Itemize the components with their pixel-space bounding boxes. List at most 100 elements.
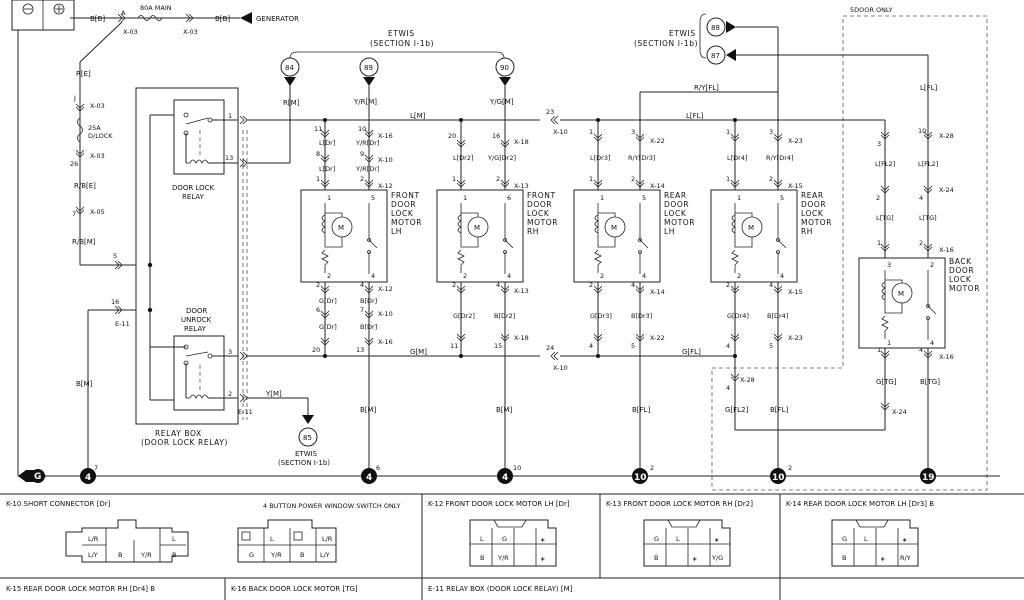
svg-text:B[Dr4]: B[Dr4]: [767, 312, 788, 320]
svg-text:∗: ∗: [692, 555, 697, 563]
svg-text:DOOR: DOOR: [391, 200, 416, 209]
four-button-note: 4 BUTTON POWER WINDOW SWITCH ONLY: [263, 502, 401, 510]
svg-text:2: 2: [788, 464, 792, 472]
svg-text:2: 2: [327, 272, 331, 280]
svg-text:B[Dr2]: B[Dr2]: [494, 312, 515, 320]
wire-gfl: G[FL]: [682, 348, 701, 356]
fuse-conn-bottom: X-03: [90, 152, 105, 160]
etwis-right-2: (SECTION I-1b): [634, 39, 698, 48]
front-door-lock-motor-rh-circuit: Y/G[M] 20 16 X-18 L[Dr2] Y/G[Dr2] 1 2 X-…: [436, 86, 557, 476]
svg-text:7: 7: [360, 306, 364, 314]
svg-text:X-16: X-16: [378, 338, 393, 346]
svg-text:∗: ∗: [540, 536, 545, 544]
front-door-lock-motor-rh: [436, 189, 524, 283]
svg-text:X-24: X-24: [892, 408, 907, 416]
svg-text:5: 5: [642, 194, 646, 202]
svg-text:4: 4: [769, 281, 773, 289]
svg-text:2: 2: [463, 272, 467, 280]
fuse-pin-bottom: 26: [70, 160, 78, 168]
svg-text:B: B: [118, 551, 122, 559]
svg-text:4: 4: [502, 473, 508, 483]
svg-text:B[Dr3]: B[Dr3]: [631, 312, 652, 320]
ref-87-label: 87: [711, 52, 720, 60]
svg-text:M: M: [611, 224, 617, 232]
generator-label: GENERATOR: [256, 15, 299, 23]
wire-main-out: B[B]: [215, 15, 230, 23]
svg-text:X-15: X-15: [788, 288, 803, 296]
fuse-label-2: D/LOCK: [88, 132, 113, 140]
svg-text:Y/R: Y/R: [497, 554, 509, 562]
wire-main-in: B[B]: [90, 15, 105, 23]
svg-text:G: G: [842, 535, 847, 543]
k13-connector: G L ∗ B ∗ Y/G: [643, 519, 731, 567]
svg-text:LOCK: LOCK: [801, 209, 824, 218]
svg-text:3: 3: [887, 261, 891, 269]
svg-text:11: 11: [314, 125, 322, 133]
ref-circle-85: [298, 427, 318, 447]
k10-connector: L/R L/Y B Y/R L B: [65, 519, 189, 563]
svg-text:L/R: L/R: [322, 535, 333, 543]
svg-text:∗: ∗: [880, 555, 885, 563]
svg-text:10: 10: [358, 125, 366, 133]
svg-text:4: 4: [366, 473, 372, 483]
svg-text:DOOR: DOOR: [527, 200, 552, 209]
relay-pin-2: 2: [228, 390, 232, 398]
svg-text:2: 2: [316, 281, 320, 289]
svg-text:7: 7: [94, 464, 98, 472]
svg-text:X-16: X-16: [378, 132, 393, 140]
svg-text:3: 3: [631, 128, 635, 136]
relay-box-label-2: (DOOR LOCK RELAY): [141, 438, 228, 447]
pin-5: 5: [113, 252, 117, 260]
e11-title: E-11 RELAY BOX (DOOR LOCK RELAY) [M]: [428, 585, 573, 593]
rear-door-lock-motor-lh-circuit: 1 3 X-22 L[Dr3] R/Y[Dr3] 1 2 X-14 1 5 M …: [573, 118, 694, 476]
svg-text:X-10: X-10: [378, 156, 393, 164]
wire-gm: G[M]: [410, 348, 427, 356]
k14-connector: G L ∗ B ∗ R/Y: [831, 519, 919, 567]
svg-text:MOTOR: MOTOR: [801, 218, 832, 227]
svg-text:B: B: [842, 554, 846, 562]
ref-circle-84: [280, 57, 300, 77]
svg-text:4: 4: [371, 272, 375, 280]
svg-text:L/R: L/R: [88, 535, 99, 543]
fuse-25a: [77, 117, 83, 143]
ref-88-label: 88: [711, 24, 720, 32]
svg-text:∗: ∗: [714, 536, 719, 544]
back-door-lock-motor-circuit: L[FL] 3 10 X-28 L[FL2] L[FL2] 2 4 X-24 L…: [858, 84, 979, 476]
svg-text:LOCK: LOCK: [527, 209, 550, 218]
battery: [11, 0, 75, 476]
svg-text:4: 4: [930, 339, 934, 347]
svg-text:1: 1: [589, 175, 593, 183]
svg-text:1: 1: [877, 346, 881, 354]
svg-text:20: 20: [312, 346, 320, 354]
svg-text:X-10: X-10: [378, 310, 393, 318]
rear-door-lock-motor-lh: [573, 189, 661, 283]
svg-text:4: 4: [780, 272, 784, 280]
svg-text:2: 2: [496, 175, 500, 183]
svg-text:BACK: BACK: [949, 257, 972, 266]
wire-ygm: Y/G[M]: [489, 98, 514, 106]
svg-text:X-22: X-22: [650, 137, 665, 145]
svg-text:1: 1: [737, 194, 741, 202]
svg-text:2: 2: [930, 261, 934, 269]
svg-text:Y/G[Dr2]: Y/G[Dr2]: [487, 154, 516, 162]
ground-point-10a: 10 2: [632, 464, 654, 484]
svg-text:X-28: X-28: [939, 132, 954, 140]
wire-yrm: Y/R[M]: [353, 98, 377, 106]
svg-text:2: 2: [919, 239, 923, 247]
svg-text:LH: LH: [391, 227, 402, 236]
etwis-right-1: ETWIS: [669, 29, 696, 38]
pin-16: 16: [111, 298, 119, 306]
wire-rm: R[M]: [283, 99, 300, 107]
front-door-lock-motor-lh: [300, 189, 388, 283]
svg-text:B: B: [300, 551, 304, 559]
svg-text:G[TG]: G[TG]: [876, 378, 897, 386]
conn-x03-a: X-03: [123, 28, 138, 36]
fuse-label-1: 25A: [88, 124, 101, 132]
fuse-main-label: 80A MAIN: [140, 4, 172, 12]
pin-24: 24: [546, 344, 554, 352]
svg-text:B[M]: B[M]: [360, 406, 377, 414]
svg-text:X-18: X-18: [514, 138, 529, 146]
svg-text:R/Y[Dr3]: R/Y[Dr3]: [628, 154, 656, 162]
svg-text:G[Dr2]: G[Dr2]: [453, 312, 475, 320]
svg-text:B[FL]: B[FL]: [770, 406, 788, 414]
